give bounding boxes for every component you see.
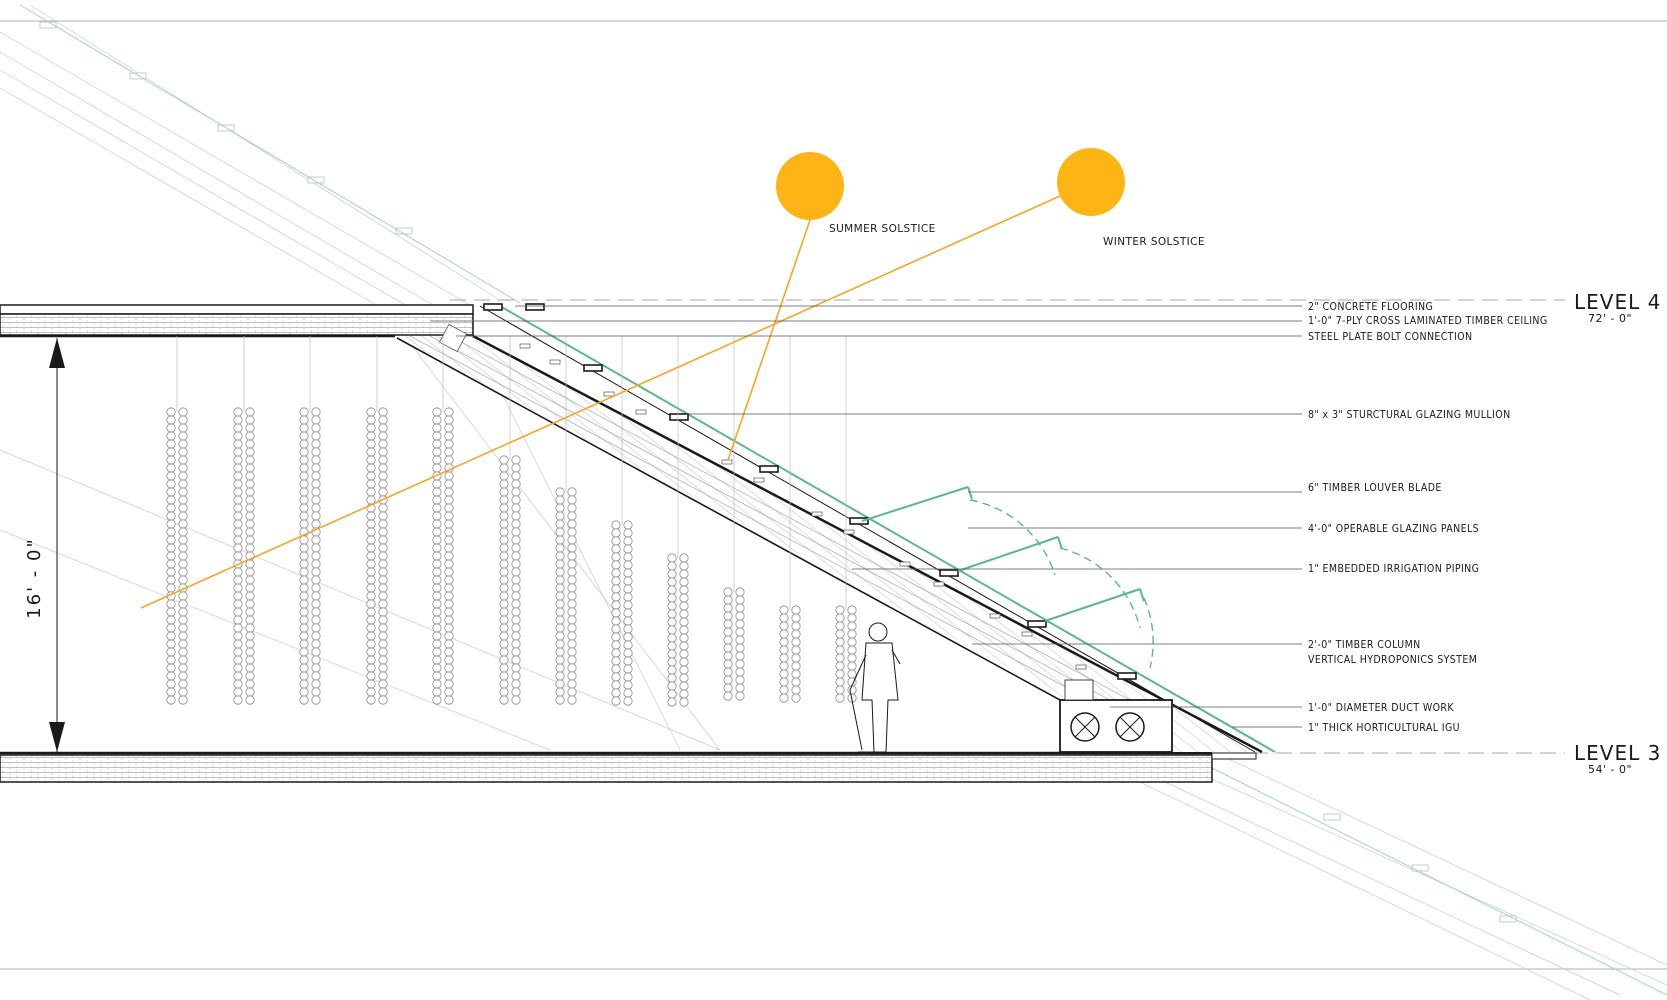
hydroponic-tower bbox=[779, 336, 801, 703]
note-horticultural-igu: 1" THICK HORTICULTURAL IGU bbox=[1308, 722, 1460, 734]
context-slope-markers bbox=[39, 21, 1517, 923]
worker-figure bbox=[849, 622, 901, 753]
note-hydroponics: VERTICAL HYDROPONICS SYSTEM bbox=[1308, 654, 1477, 666]
height-dimension bbox=[49, 338, 65, 752]
lower-slab bbox=[0, 751, 1257, 783]
level-3-label: LEVEL 3 bbox=[1574, 741, 1661, 765]
level-4-elevation: 72' - 0" bbox=[1588, 312, 1632, 325]
sun-rays bbox=[140, 195, 1061, 609]
hydroponic-tower bbox=[835, 336, 857, 703]
hydroponic-tower bbox=[166, 336, 188, 705]
duct-work bbox=[1059, 679, 1173, 753]
note-concrete-flooring: 2" CONCRETE FLOORING bbox=[1308, 301, 1433, 313]
level-datum-lines bbox=[450, 299, 1565, 754]
hydroponic-towers bbox=[166, 336, 857, 707]
note-louver-blade: 6" TIMBER LOUVER BLADE bbox=[1308, 482, 1442, 494]
operable-panel-swing bbox=[969, 499, 1154, 669]
note-irrigation-piping: 1" EMBEDDED IRRIGATION PIPING bbox=[1308, 563, 1479, 575]
note-glazing-mullion: 8" x 3" STURCTURAL GLAZING MULLION bbox=[1308, 409, 1511, 421]
summer-sun-icon bbox=[776, 152, 844, 220]
note-timber-column: 2'-0" TIMBER COLUMN bbox=[1308, 639, 1421, 651]
leader-lines bbox=[430, 305, 1302, 728]
hydroponic-tower bbox=[299, 336, 321, 705]
timber-louvers bbox=[861, 486, 1145, 622]
hydroponic-tower bbox=[366, 336, 388, 705]
note-clt-ceiling: 1'-0" 7-PLY CROSS LAMINATED TIMBER CEILI… bbox=[1308, 315, 1548, 327]
height-dimension-text: 16' - 0" bbox=[24, 537, 45, 619]
note-duct-work: 1'-0" DIAMETER DUCT WORK bbox=[1308, 702, 1454, 714]
winter-sun-icon bbox=[1057, 148, 1125, 216]
drawing-frame bbox=[0, 20, 1667, 970]
glazing-clips bbox=[519, 343, 1087, 670]
level-3-elevation: 54' - 0" bbox=[1588, 763, 1632, 776]
note-steel-plate: STEEL PLATE BOLT CONNECTION bbox=[1308, 331, 1472, 343]
hydroponic-tower bbox=[432, 336, 454, 705]
winter-solstice-label: WINTER SOLSTICE bbox=[1103, 236, 1205, 248]
hydroponic-tower bbox=[499, 336, 521, 705]
sloped-timber-column bbox=[395, 323, 1263, 754]
hydroponic-tower bbox=[667, 336, 689, 707]
hydroponic-tower bbox=[611, 336, 633, 706]
level-4-label: LEVEL 4 bbox=[1574, 290, 1661, 314]
context-glazing-line bbox=[19, 4, 1667, 996]
hydroponic-tower bbox=[555, 336, 577, 705]
hydroponic-tower bbox=[233, 336, 255, 705]
glazing-mullions bbox=[483, 303, 1137, 680]
summer-solstice-label: SUMMER SOLSTICE bbox=[829, 223, 936, 235]
annotations: 2" CONCRETE FLOORING 1'-0" 7-PLY CROSS L… bbox=[1308, 301, 1548, 734]
hydroponic-tower bbox=[723, 336, 745, 701]
upper-slab bbox=[0, 304, 474, 338]
note-operable-panels: 4'-0" OPERABLE GLAZING PANELS bbox=[1308, 523, 1479, 535]
